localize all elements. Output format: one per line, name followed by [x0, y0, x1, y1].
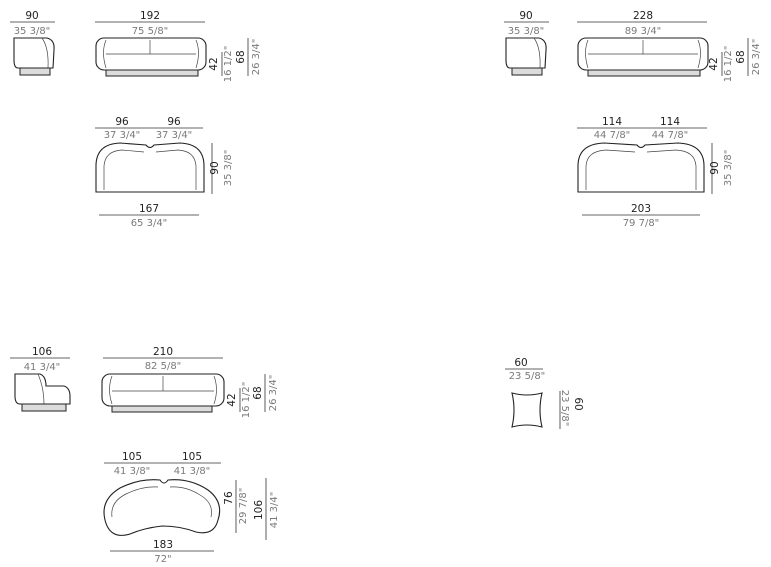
- set1-top-view: 96 37 3/4" 96 37 3/4" 90 35 3/8" 167 65 …: [95, 116, 234, 229]
- cushion-depth-in: 23 5/8": [559, 390, 570, 427]
- set1-top-depth-cm: 90: [209, 161, 221, 174]
- set1-height-cm: 68: [235, 50, 247, 63]
- cushion-width-in: 23 5/8": [509, 371, 546, 382]
- set3-top-bottom-cm: 183: [153, 539, 173, 551]
- cushion-depth-cm: 60: [572, 397, 584, 410]
- set2-side-view: 90 35 3/8": [504, 10, 549, 76]
- set1-top-left-cm: 96: [115, 116, 129, 128]
- set2-front-view: 228 89 3/4" 42 16 1/2" 68 26 3/4": [577, 10, 762, 82]
- set2-top-bottom-cm: 203: [631, 203, 651, 215]
- set1-side-width-in: 35 3/8": [14, 26, 51, 37]
- set3-top-right-in: 41 3/8": [174, 466, 211, 477]
- set3-top-depth1-cm: 76: [223, 491, 235, 505]
- set3-side-width-in: 41 3/4": [24, 362, 61, 373]
- set2-top-left-cm: 114: [602, 116, 622, 128]
- set1-seat-height-cm: 42: [208, 57, 220, 70]
- cushion-view: 60 23 5/8" 60 23 5/8": [505, 357, 584, 429]
- set3-top-left-cm: 105: [122, 451, 142, 463]
- set2-side-width-cm: 90: [519, 10, 532, 22]
- set1-side-width-cm: 90: [25, 10, 38, 22]
- set3-top-depth2-in: 41 3/4": [269, 492, 280, 529]
- set3-top-left-in: 41 3/8": [114, 466, 151, 477]
- set1-top-left-in: 37 3/4": [104, 130, 141, 141]
- set1-top-depth-in: 35 3/8": [223, 150, 234, 187]
- set3-front-view: 210 82 5/8" 42 16 1/2" 68 26 3/4": [101, 346, 279, 419]
- set1-front-width-cm: 192: [140, 10, 160, 22]
- set1-side-view: 90 35 3/8": [10, 10, 55, 76]
- set1-front-width-in: 75 5/8": [132, 26, 169, 37]
- set2-top-right-cm: 114: [660, 116, 680, 128]
- set2-height-in: 26 3/4": [751, 39, 762, 76]
- set2-top-depth-cm: 90: [709, 161, 721, 174]
- set3-front-width-in: 82 5/8": [145, 361, 182, 372]
- set2-side-width-in: 35 3/8": [508, 26, 545, 37]
- set1-height-in: 26 3/4": [251, 39, 262, 76]
- set3-front-width-cm: 210: [153, 346, 173, 358]
- set1-front-view: 192 75 5/8" 42 16 1/2" 68 26 3/4": [95, 10, 262, 82]
- set3-side-width-cm: 106: [32, 346, 52, 358]
- set2-seat-height-cm: 42: [708, 57, 720, 70]
- set2-top-bottom-in: 79 7/8": [623, 218, 660, 229]
- set1-top-right-in: 37 3/4": [156, 130, 193, 141]
- set3-height-in: 26 3/4": [268, 375, 279, 412]
- set1-top-right-cm: 96: [167, 116, 181, 128]
- set2-top-view: 114 44 7/8" 114 44 7/8" 90 35 3/8" 203 7…: [577, 116, 734, 229]
- set1-top-bottom-cm: 167: [139, 203, 159, 215]
- set1-seat-height-in: 16 1/2": [223, 46, 234, 83]
- set2-height-cm: 68: [735, 50, 747, 63]
- set3-seat-height-in: 16 1/2": [241, 382, 252, 419]
- set1-top-bottom-in: 65 3/4": [131, 218, 168, 229]
- set2-front-width-in: 89 3/4": [625, 26, 662, 37]
- set3-height-cm: 68: [252, 386, 264, 399]
- set3-top-bottom-in: 72": [154, 554, 171, 565]
- cushion-width-cm: 60: [514, 357, 527, 369]
- set3-side-view: 106 41 3/4": [10, 346, 71, 412]
- set2-top-left-in: 44 7/8": [594, 130, 631, 141]
- set3-top-depth2-cm: 106: [253, 500, 265, 520]
- set3-top-depth1-in: 29 7/8": [238, 488, 249, 525]
- set2-seat-height-in: 16 1/2": [723, 46, 734, 83]
- set2-top-right-in: 44 7/8": [652, 130, 689, 141]
- set3-top-right-cm: 105: [182, 451, 202, 463]
- set2-front-width-cm: 228: [633, 10, 653, 22]
- set3-seat-height-cm: 42: [226, 393, 238, 406]
- set3-top-view: 105 41 3/8" 105 41 3/8" 76 29 7/8" 106 4…: [103, 451, 280, 565]
- set2-top-depth-in: 35 3/8": [723, 150, 734, 187]
